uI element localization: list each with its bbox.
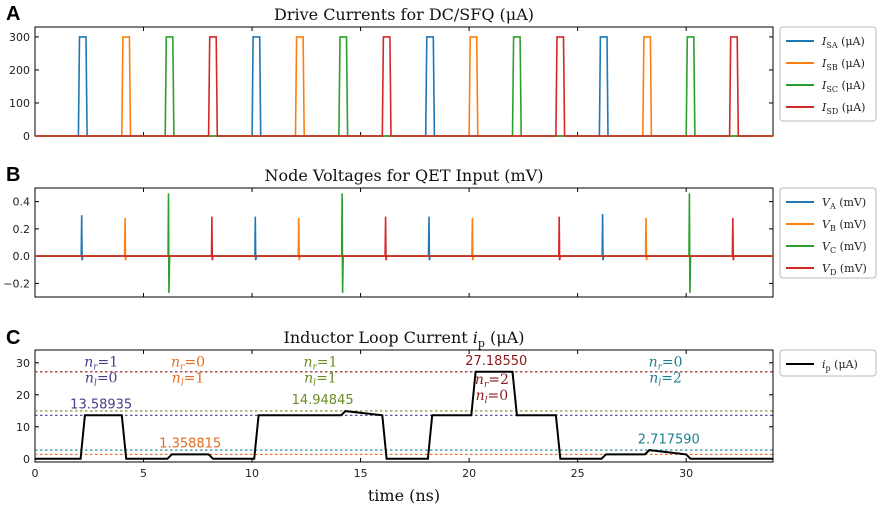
panel-title: Inductor Loop Current ip (μA) xyxy=(284,328,525,350)
panel-c: 0 10 20 30 0 5 10 15 20 25 30 Inductor Loop Current… xyxy=(6,327,774,505)
series-line xyxy=(35,193,773,293)
value-annotation: 2.717590 xyxy=(638,432,700,447)
legend-label: VC (mV) xyxy=(822,240,867,255)
series-line xyxy=(35,213,773,261)
y-tick-label: 30 xyxy=(16,357,30,370)
y-tick-label: 200 xyxy=(9,64,30,77)
legend-box xyxy=(779,187,877,279)
y-tick-label: 0 xyxy=(23,453,30,466)
x-tick-label: 25 xyxy=(571,467,585,480)
series-line xyxy=(35,216,773,261)
panel-title: Node Voltages for QET Input (mV) xyxy=(265,166,544,185)
x-tick-label: 15 xyxy=(354,467,368,480)
x-tick-label: 5 xyxy=(140,467,147,480)
legend-label: ISA (μA) xyxy=(821,35,865,50)
y-tick-label: −0.2 xyxy=(3,277,30,290)
panel-letter: C xyxy=(6,327,20,349)
y-tick-label: 0.2 xyxy=(13,223,31,236)
value-annotation: 27.18550 xyxy=(465,354,527,369)
legend: ISA (μA) ISB (μA) ISC (μA) ISD (μA) xyxy=(779,26,877,122)
x-tick-label: 30 xyxy=(679,467,693,480)
plot-frame xyxy=(34,187,774,298)
legend-box xyxy=(779,26,877,122)
plot-frame xyxy=(34,349,774,463)
y-tick-label: 0.4 xyxy=(13,196,31,209)
state-label: nr=0 xyxy=(649,355,683,373)
x-tick-label: 20 xyxy=(462,467,476,480)
state-label: nr=1 xyxy=(303,355,337,373)
series-line xyxy=(35,370,773,460)
panel-letter: B xyxy=(6,164,20,186)
series-line xyxy=(35,36,773,137)
y-tick-label: 20 xyxy=(16,389,30,402)
legend-label: VD (mV) xyxy=(822,262,867,277)
state-label: nl=0 xyxy=(85,371,118,389)
state-label: nr=0 xyxy=(171,355,205,373)
series-line xyxy=(35,36,773,137)
legend-label: ISD (μA) xyxy=(821,101,865,116)
legend-label: ISB (μA) xyxy=(821,57,865,72)
legend-label: VB (mV) xyxy=(822,218,866,233)
panel-a: 0 100 200 300 Drive Currents for DC/SFQ (μA)… xyxy=(6,3,774,143)
series-line xyxy=(35,36,773,137)
x-axis-label: time (ns) xyxy=(368,486,440,505)
panel-b: −0.2 0.0 0.2 0.4 Node Voltages for QET Input… xyxy=(3,164,774,298)
value-annotation: 1.358815 xyxy=(159,437,221,452)
legend-label: ISC (μA) xyxy=(821,79,865,94)
value-annotation: 13.58935 xyxy=(70,398,132,413)
legend-label: VA (mV) xyxy=(822,196,866,211)
value-annotation: 14.94845 xyxy=(292,393,354,408)
state-label: nl=1 xyxy=(172,371,205,389)
legend-box xyxy=(779,349,877,377)
legend: ip (μA) xyxy=(779,349,877,377)
state-label: nr=2 xyxy=(475,372,509,390)
y-tick-label: 0 xyxy=(23,130,30,143)
legend-label: ip (μA) xyxy=(822,358,858,373)
y-tick-label: 100 xyxy=(9,97,30,110)
state-label: nr=1 xyxy=(84,355,118,373)
x-tick-label: 10 xyxy=(245,467,259,480)
plot-frame xyxy=(34,26,774,137)
series-line xyxy=(35,217,773,261)
legend: VA (mV) VB (mV) VC (mV) VD (mV) xyxy=(779,187,877,279)
state-label: nl=2 xyxy=(649,371,682,389)
state-label: nl=0 xyxy=(476,388,509,406)
y-tick-label: 10 xyxy=(16,421,30,434)
series-line xyxy=(35,36,773,137)
y-tick-label: 300 xyxy=(9,31,30,44)
panel-title: Drive Currents for DC/SFQ (μA) xyxy=(274,5,534,24)
x-tick-label: 0 xyxy=(32,467,39,480)
panel-letter: A xyxy=(6,3,20,25)
state-label: nl=1 xyxy=(304,371,337,389)
y-tick-label: 0.0 xyxy=(13,250,31,263)
